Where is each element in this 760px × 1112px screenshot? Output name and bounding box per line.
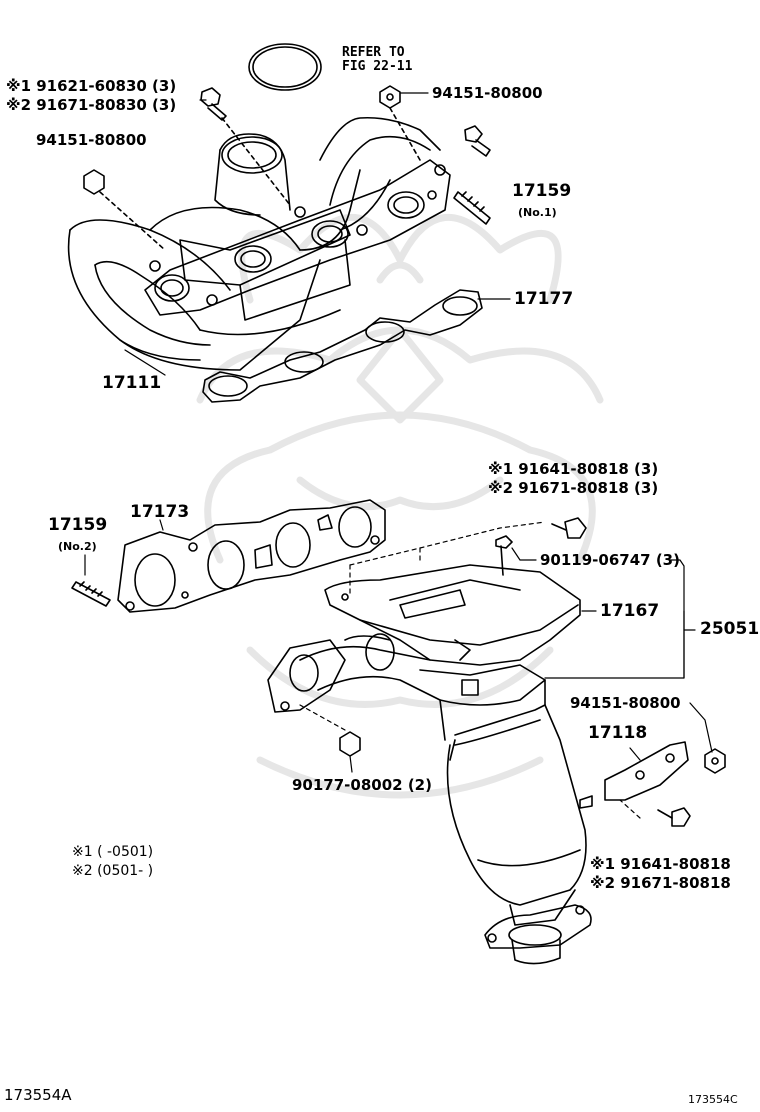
legend-note-2: ※2 (0501- )	[72, 863, 154, 879]
bolt-top-icon	[200, 87, 227, 121]
bolt-small-icon	[495, 535, 513, 576]
nut-bracket-icon	[704, 748, 726, 774]
bracket	[604, 741, 689, 801]
leader-lines	[124, 92, 511, 376]
label-manifold: 17111	[102, 373, 162, 393]
label-bolt-top-2: ※2 91671-80830 (3)	[6, 96, 177, 114]
dash-leaders-top	[99, 107, 421, 251]
label-bolt-mid-2: ※2 91671-80818 (3)	[488, 479, 659, 497]
label-assembly: 25051	[700, 619, 760, 639]
label-bolt-small: 90119-06747 (3)	[540, 551, 680, 569]
watermark-crest	[196, 213, 604, 799]
label-gasket-lower: 17173	[130, 502, 190, 522]
label-gasket-upper: 17177	[514, 289, 574, 309]
nut-top-right-icon	[379, 85, 401, 109]
leader-lines-middle	[84, 519, 713, 773]
refer-note-line2: FIG 22-11	[342, 59, 413, 74]
lower-gasket	[117, 499, 386, 613]
label-bracket: 17118	[588, 723, 648, 743]
label-stud-no2-sub: (No.2)	[58, 540, 97, 553]
upper-gasket	[202, 289, 483, 403]
dash-guide-middle	[299, 521, 641, 819]
o-ring	[248, 43, 322, 91]
stud-no1-icon	[453, 191, 491, 225]
label-bolt-bottom-2: ※2 91671-80818	[590, 874, 731, 892]
bolt-right-icon	[464, 125, 491, 157]
label-bolt-mid-1: ※1 91641-80818 (3)	[488, 460, 659, 478]
lower-manifold-catalyst	[267, 633, 593, 965]
label-nut-top-left: 94151-80800	[36, 131, 147, 149]
nut-top-left-icon	[83, 169, 105, 195]
footer-right-code: 173554C	[688, 1093, 738, 1106]
nut-lower-icon	[339, 731, 361, 757]
stud-no2-icon	[71, 581, 111, 607]
exhaust-manifold	[67, 116, 451, 371]
bolt-bottom-icon	[657, 807, 691, 827]
label-nut-bracket: 94151-80800	[570, 694, 681, 712]
heat-insulator	[324, 564, 581, 666]
label-stud-no1-sub: (No.1)	[518, 206, 557, 219]
label-stud-no2: 17159	[48, 515, 108, 535]
label-nut-lower: 90177-08002 (2)	[292, 776, 432, 794]
label-stud-no1: 17159	[512, 181, 572, 201]
footer-left-code: 173554A	[4, 1086, 72, 1104]
refer-note-line1: REFER TO	[342, 45, 405, 60]
label-bolt-bottom-1: ※1 91641-80818	[590, 855, 731, 873]
bolt-mid-icon	[551, 517, 587, 539]
label-heat-insulator: 17167	[600, 601, 660, 621]
label-nut-top-right: 94151-80800	[432, 84, 543, 102]
label-bolt-top-1: ※1 91621-60830 (3)	[6, 77, 177, 95]
legend-note-1: ※1 ( -0501)	[72, 844, 154, 860]
